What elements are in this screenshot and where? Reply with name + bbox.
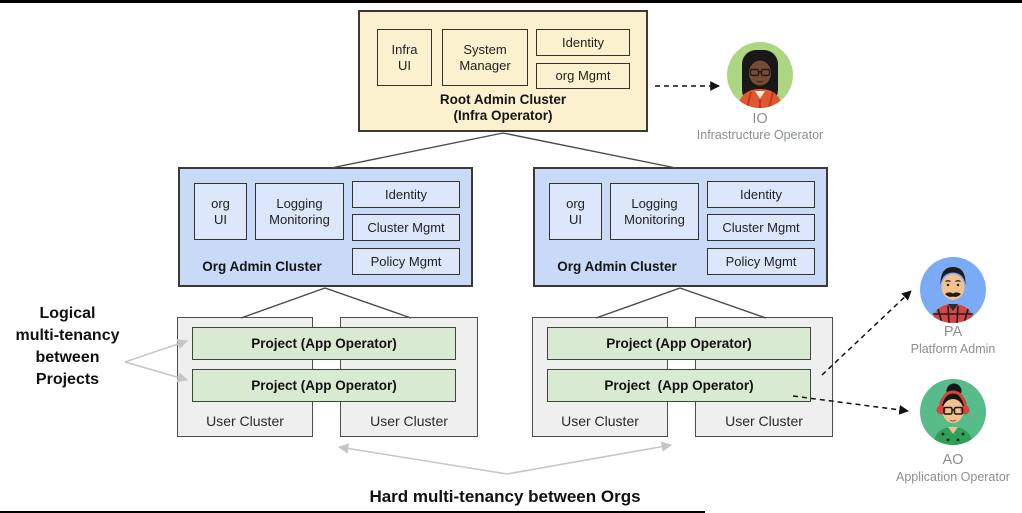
pa-role: Platform Admin xyxy=(910,342,996,356)
root-admin-cluster: Infra UI System Manager Identity org Mgm… xyxy=(358,10,648,132)
project-bar: Project (App Operator) xyxy=(192,369,456,402)
user-cluster-label: User Cluster xyxy=(725,413,803,429)
io-initials: IO xyxy=(752,111,768,127)
project-bar: Project (App Operator) xyxy=(547,369,811,402)
ao-initials: AO xyxy=(942,452,964,468)
io-avatar-icon xyxy=(727,42,793,108)
component-org-mgmt: org Mgmt xyxy=(536,63,630,89)
component-policy-mgmt: Policy Mgmt xyxy=(352,248,460,275)
user-cluster-label: User Cluster xyxy=(370,413,448,429)
component-logging-monitoring: Logging Monitoring xyxy=(255,183,344,240)
top-border-line xyxy=(0,0,1022,3)
component-system-manager: System Manager xyxy=(442,29,528,86)
project-bar: Project (App Operator) xyxy=(192,327,456,360)
component-identity: Identity xyxy=(352,181,460,208)
component-org-ui: org UI xyxy=(549,183,602,240)
orgs-arrow-right xyxy=(506,441,673,475)
component-identity: Identity xyxy=(707,181,815,208)
bottom-border-line xyxy=(0,511,705,513)
ao-avatar-icon xyxy=(920,379,986,445)
io-role: Infrastructure Operator xyxy=(696,128,824,142)
component-cluster-mgmt: Cluster Mgmt xyxy=(352,214,460,241)
component-identity: Identity xyxy=(536,29,630,56)
component-policy-mgmt: Policy Mgmt xyxy=(707,248,815,275)
component-logging-monitoring: Logging Monitoring xyxy=(610,183,699,240)
root-cluster-title: Root Admin Cluster (Infra Operator) xyxy=(439,92,567,124)
org-cluster-title: Org Admin Cluster xyxy=(557,259,677,274)
pa-initials: PA xyxy=(943,324,963,340)
org-cluster-title: Org Admin Cluster xyxy=(202,259,322,274)
user-cluster-label: User Cluster xyxy=(206,413,284,429)
ao-role: Application Operator xyxy=(896,470,1010,484)
component-infra-ui: Infra UI xyxy=(377,29,432,86)
logical-multitenancy-label: Logical multi-tenancy between Projects xyxy=(15,305,120,388)
component-org-ui: org UI xyxy=(194,183,247,240)
orgs-arrow-left xyxy=(337,443,508,475)
org-admin-cluster-left: org UI Logging Monitoring Identity Clust… xyxy=(178,167,473,287)
user-cluster-label: User Cluster xyxy=(561,413,639,429)
org-admin-cluster-right: org UI Logging Monitoring Identity Clust… xyxy=(533,167,828,287)
pa-avatar-icon xyxy=(920,257,986,323)
component-cluster-mgmt: Cluster Mgmt xyxy=(707,214,815,241)
project-bar: Project (App Operator) xyxy=(547,327,811,360)
hard-multitenancy-label: Hard multi-tenancy between Orgs xyxy=(369,487,641,506)
